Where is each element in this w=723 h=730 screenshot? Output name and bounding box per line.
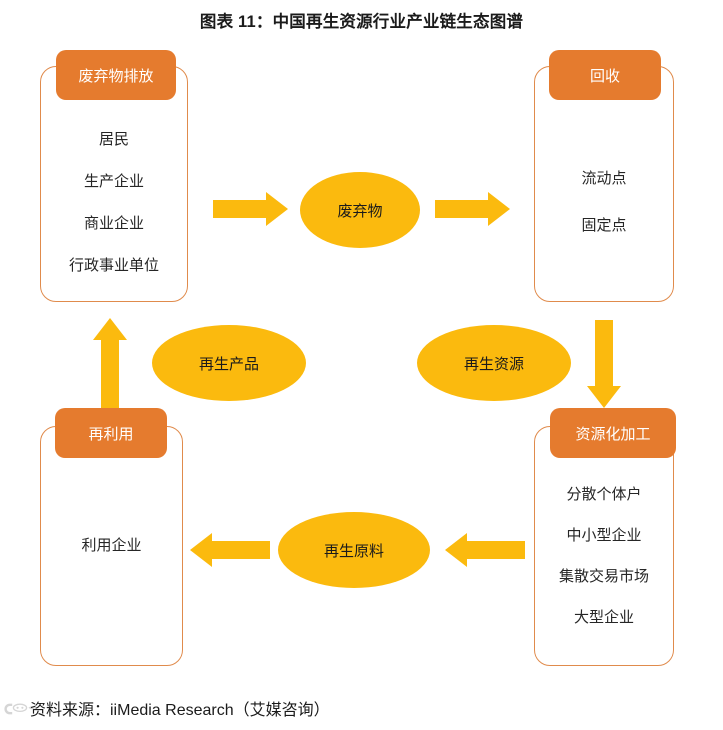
arrow-shaft: [210, 541, 270, 559]
arrow-shaft: [465, 541, 525, 559]
node-item: 商业企业: [83, 214, 144, 232]
page-title: 图表 11：中国再生资源行业产业链生态图谱: [199, 13, 524, 31]
node-item: 流动点: [581, 170, 627, 187]
arrow-reuse-to-discharge: [92, 318, 128, 408]
node-item: 大型企业: [573, 609, 634, 626]
node-item: 分散个体户: [566, 486, 642, 503]
watermark-logo-icon: [4, 703, 36, 715]
arrow-head-up-icon: [93, 318, 127, 340]
node-header-recycling[interactable]: 回收: [549, 50, 661, 100]
arrow-head-down-icon: [587, 386, 621, 408]
node-box-reuse: 利用企业: [40, 426, 183, 666]
arrow-shaft: [101, 338, 119, 408]
node-header-reuse[interactable]: 再利用: [55, 408, 167, 458]
node-item: 居民: [98, 130, 129, 148]
arrow-head-left-icon: [190, 533, 212, 567]
flow-ellipse-waste: 废弃物: [300, 172, 420, 248]
arrow-head-right-icon: [266, 192, 288, 226]
arrow-processing-to-material: [445, 532, 525, 568]
arrow-shaft: [595, 320, 613, 388]
node-item: 生产企业: [83, 172, 144, 190]
node-header-waste-discharge[interactable]: 废弃物排放: [56, 50, 176, 100]
arrow-recycling-to-processing: [586, 320, 622, 408]
node-items-waste-discharge: 居民 生产企业 商业企业 行政事业单位: [41, 107, 187, 297]
node-items-recycling: 流动点 固定点: [535, 157, 673, 247]
arrow-waste-to-recycling: [435, 191, 510, 227]
arrow-discharge-to-waste: [213, 191, 288, 227]
node-item: 行政事业单位: [68, 256, 159, 274]
node-box-recycling: 流动点 固定点: [534, 66, 674, 302]
arrow-shaft: [213, 200, 269, 218]
node-header-resource-processing[interactable]: 资源化加工: [550, 408, 676, 458]
arrow-material-to-reuse: [190, 532, 270, 568]
flow-ellipse-recycled-product: 再生产品: [152, 325, 306, 401]
node-item: 中小型企业: [566, 527, 642, 544]
source-note: 资料来源：iiMedia Research（艾媒咨询）: [30, 702, 330, 719]
arrow-head-left-icon: [445, 533, 467, 567]
arrow-head-right-icon: [488, 192, 510, 226]
flow-ellipse-recycled-resource: 再生资源: [417, 325, 571, 401]
arrow-shaft: [435, 200, 491, 218]
node-item: 集散交易市场: [558, 568, 649, 585]
node-box-waste-discharge: 居民 生产企业 商业企业 行政事业单位: [40, 66, 188, 302]
node-items-resource-processing: 分散个体户 中小型企业 集散交易市场 大型企业: [535, 461, 673, 651]
node-box-resource-processing: 分散个体户 中小型企业 集散交易市场 大型企业: [534, 426, 674, 666]
node-items-reuse: 利用企业: [41, 525, 182, 565]
node-item: 利用企业: [81, 536, 142, 554]
node-item: 固定点: [581, 217, 627, 234]
flow-ellipse-recycled-material: 再生原料: [278, 512, 430, 588]
